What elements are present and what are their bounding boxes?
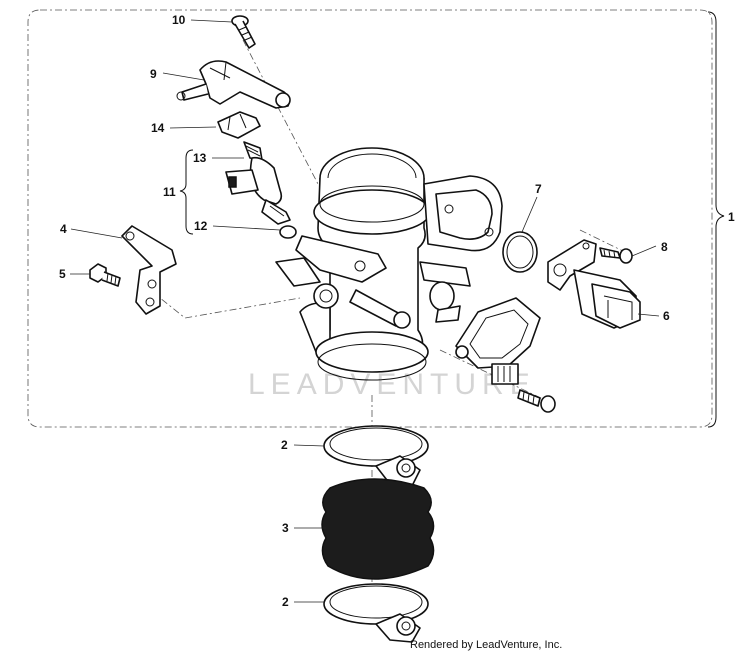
group-brace-11 <box>179 149 194 235</box>
callout-6: 6 <box>663 309 670 323</box>
callout-1: 1 <box>728 210 735 224</box>
throttle-position-sensor <box>455 297 541 385</box>
assembly-brace <box>707 11 725 428</box>
o-ring-12 <box>279 225 297 239</box>
assembly-boundary <box>27 9 713 428</box>
clip-14 <box>217 111 261 139</box>
screw-10 <box>231 15 256 49</box>
screw-8 <box>599 247 633 264</box>
callout-11: 11 <box>163 185 176 199</box>
sensor-screw <box>517 389 556 413</box>
callout-4: 4 <box>60 222 67 236</box>
callout-3: 3 <box>282 521 289 535</box>
callout-14: 14 <box>151 121 165 135</box>
center-line-screw10 <box>242 39 356 256</box>
bolt-5 <box>89 263 121 287</box>
callout-9: 9 <box>150 67 157 81</box>
center-line-sensor6 <box>579 229 626 253</box>
callout-5: 5 <box>59 267 66 281</box>
callout-8: 8 <box>661 240 668 254</box>
callout-labels: 10 9 14 13 11 12 4 5 7 8 6 1 2 3 2 <box>59 13 735 609</box>
o-ring-7 <box>502 231 538 273</box>
injector-11 <box>225 141 291 225</box>
callout-13: 13 <box>193 151 207 165</box>
leader-lines <box>70 19 660 603</box>
callout-12: 12 <box>194 219 208 233</box>
clamp-2-upper <box>323 425 429 487</box>
callout-7: 7 <box>535 182 542 196</box>
throttle-body <box>275 147 503 381</box>
callout-10: 10 <box>172 13 186 27</box>
clamp-2-lower <box>323 583 429 643</box>
idle-valve-6 <box>547 239 641 329</box>
fuel-rail-9 <box>176 60 291 109</box>
footer-credit: Rendered by LeadVenture, Inc. <box>410 639 562 651</box>
boot-3 <box>321 478 435 580</box>
callout-2-upper: 2 <box>281 438 288 452</box>
watermark-text: LEADVENTURE <box>248 368 536 401</box>
center-line-tps <box>439 349 546 401</box>
bracket-4 <box>121 225 177 315</box>
callout-2-lower: 2 <box>282 595 289 609</box>
center-line-bracket <box>149 289 301 319</box>
